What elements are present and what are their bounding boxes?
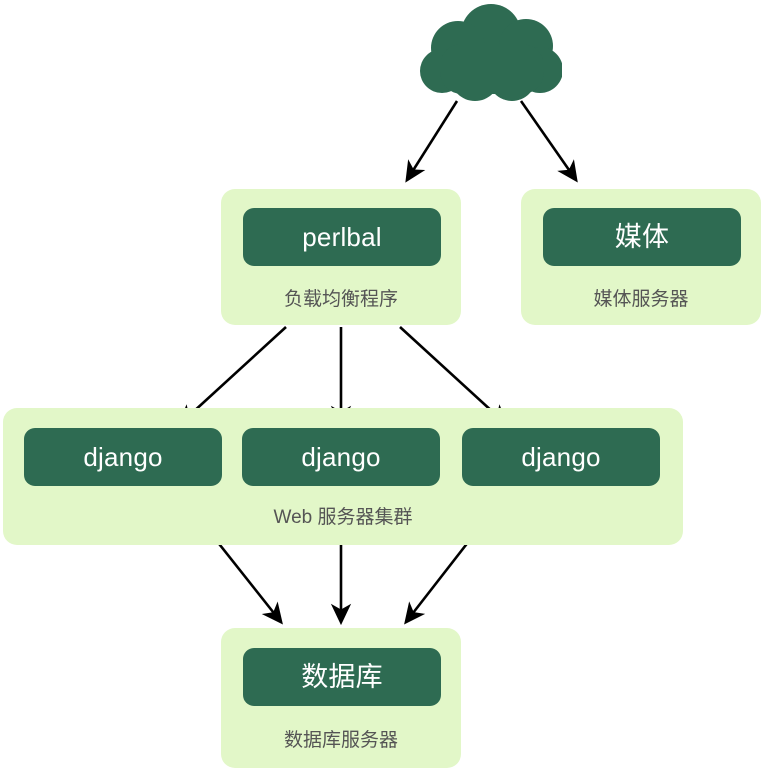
caption-load-balancer: 负载均衡程序 — [283, 289, 398, 310]
node-django-2[interactable]: django — [242, 428, 440, 486]
cloud-icon — [420, 4, 562, 101]
node-media-label: 媒体 — [614, 221, 670, 252]
node-django-3[interactable]: django — [462, 428, 660, 486]
caption-web-cluster: Web 服务器集群 — [273, 507, 413, 528]
node-django-1[interactable]: django — [24, 428, 222, 486]
node-perlbal[interactable]: perlbal — [243, 208, 441, 266]
node-django-3-label: django — [521, 442, 601, 472]
node-perlbal-label: perlbal — [302, 222, 382, 252]
node-database-label: 数据库 — [301, 661, 383, 692]
node-django-1-label: django — [83, 442, 163, 472]
caption-media: 媒体服务器 — [593, 289, 689, 310]
edge-internet-to-load-balancer — [405, 100, 459, 183]
node-django-2-label: django — [301, 442, 381, 472]
edge-internet-to-media — [519, 100, 578, 183]
caption-database: 数据库服务器 — [283, 730, 398, 751]
node-database[interactable]: 数据库 — [243, 648, 441, 706]
node-media[interactable]: 媒体 — [543, 208, 741, 266]
